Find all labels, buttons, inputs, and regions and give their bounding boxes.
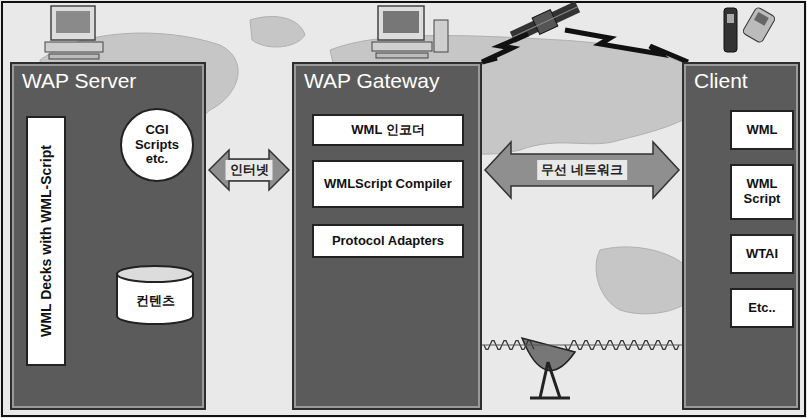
double-arrow: [485, 142, 679, 198]
content-cylinder: 컨텐츠: [115, 264, 195, 326]
box-label: WML Script: [736, 177, 788, 207]
client-panel: ClientWML WML ScriptWTAI Etc..: [682, 62, 800, 410]
double-arrow: [209, 150, 289, 190]
signal-bolt: [482, 34, 528, 62]
box-label: WMLScript Compiler: [324, 177, 452, 192]
radio-line: [482, 345, 682, 346]
client-box: WTAI: [730, 234, 794, 274]
box-label: WTAI: [746, 247, 778, 262]
process-box: Protocol Adapters: [312, 224, 464, 258]
vertical-label-box: WML Decks with WML-Script: [26, 116, 66, 366]
client-box: Etc..: [730, 288, 794, 328]
box-label: WML Decks with WML-Script: [38, 131, 54, 351]
server-panel: WAP ServerWML Decks with WML-Script CGI S…: [10, 62, 206, 410]
client-box: WML Script: [730, 164, 794, 220]
panel-heading: WAP Server: [22, 69, 136, 93]
gateway-panel: WAP GatewayWML 인코더 WMLScript CompilerProt…: [292, 62, 482, 410]
signal-bolt: [565, 30, 688, 62]
process-box: WMLScript Compiler: [312, 160, 464, 208]
panel-heading: WAP Gateway: [304, 69, 439, 93]
client-box: WML: [730, 110, 794, 150]
panel-heading: Client: [694, 69, 748, 93]
arrow-label: 무선 네트워크: [537, 160, 627, 180]
phone-icon: [724, 7, 776, 52]
box-label: WML 인코더: [351, 123, 424, 138]
cgi-circle: CGI Scripts etc.: [120, 108, 194, 182]
box-label: Protocol Adapters: [332, 234, 444, 249]
continent: [250, 16, 305, 46]
box-label: 컨텐츠: [136, 294, 175, 309]
box-label: Etc..: [748, 301, 775, 316]
box-label: CGI Scripts etc.: [126, 123, 188, 168]
box-label: WML: [746, 123, 777, 138]
computer-icon: [45, 6, 103, 59]
antenna-dish: [522, 338, 575, 398]
computer-icon: [372, 6, 448, 58]
cylinder-top: [117, 266, 193, 282]
process-box: WML 인코더: [312, 114, 464, 146]
arrow-label: 인터넷: [226, 160, 273, 180]
